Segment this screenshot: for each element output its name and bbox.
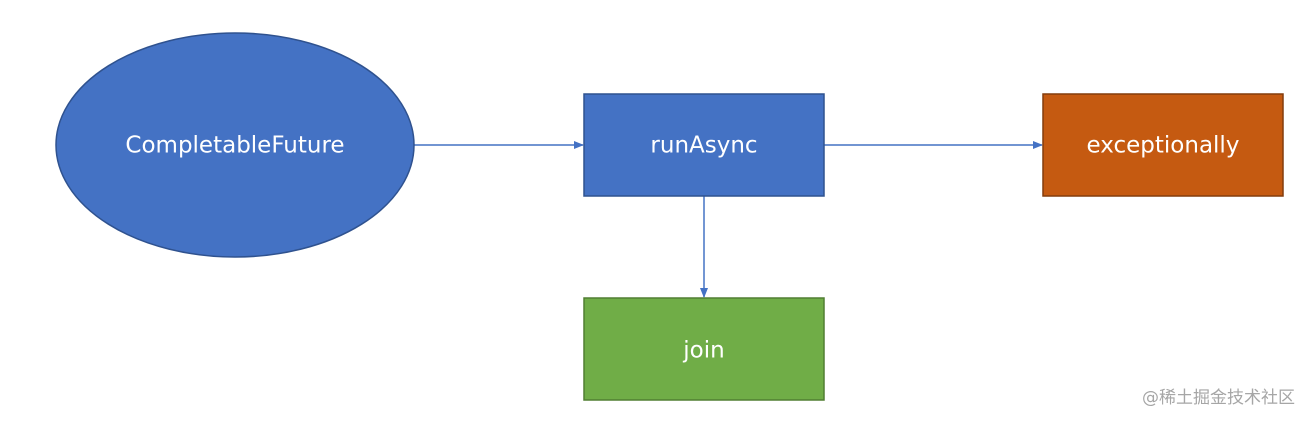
node-exceptionally: exceptionally bbox=[1042, 93, 1284, 197]
runasync-box bbox=[583, 93, 825, 197]
node-join: join bbox=[583, 297, 825, 401]
watermark-text: @稀土掘金技术社区 bbox=[1142, 388, 1295, 408]
runasync-label: runAsync bbox=[650, 133, 757, 159]
completablefuture-label: CompletableFuture bbox=[125, 133, 344, 159]
join-label: join bbox=[682, 338, 724, 364]
completablefuture-ellipse bbox=[55, 32, 415, 258]
node-completablefuture: CompletableFuture bbox=[55, 32, 415, 258]
node-runasync: runAsync bbox=[583, 93, 825, 197]
exceptionally-label: exceptionally bbox=[1087, 133, 1240, 159]
join-box bbox=[583, 297, 825, 401]
exceptionally-box bbox=[1042, 93, 1284, 197]
